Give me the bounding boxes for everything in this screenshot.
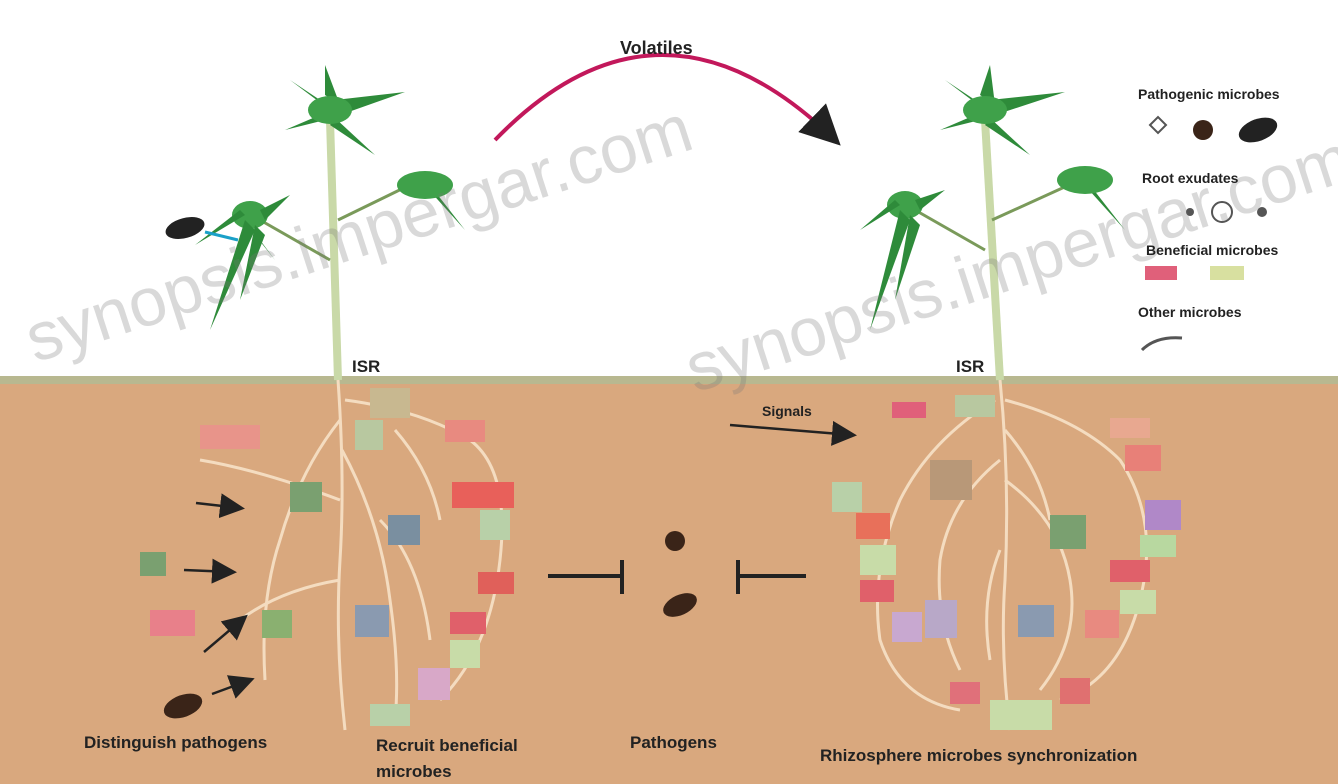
caption-pathogens: Pathogens — [630, 733, 717, 753]
legend-other: Other microbes — [1138, 304, 1241, 320]
caption-synchronization: Rhizosphere microbes synchronization — [820, 746, 1137, 766]
caption-distinguish: Distinguish pathogens — [84, 733, 267, 753]
legend-beneficial: Beneficial microbes — [1146, 242, 1278, 258]
inhibition-left — [548, 560, 622, 594]
signals-label: Signals — [762, 403, 812, 419]
legend-pathogenic: Pathogenic microbes — [1138, 86, 1280, 102]
legend-exudates: Root exudates — [1142, 170, 1238, 186]
inhibition-right — [738, 560, 806, 594]
isr-label-left: ISR — [352, 357, 380, 377]
right-roots — [878, 380, 1147, 730]
caption-recruit: Recruit beneficial microbes — [376, 733, 518, 784]
caption-recruit-line2: microbes — [376, 759, 518, 784]
left-arrows — [184, 503, 250, 694]
volatiles-label: Volatiles — [620, 38, 693, 59]
caption-recruit-line1: Recruit beneficial — [376, 733, 518, 759]
left-microbes — [140, 388, 701, 726]
isr-label-right: ISR — [956, 357, 984, 377]
signals-arrow — [730, 425, 852, 435]
